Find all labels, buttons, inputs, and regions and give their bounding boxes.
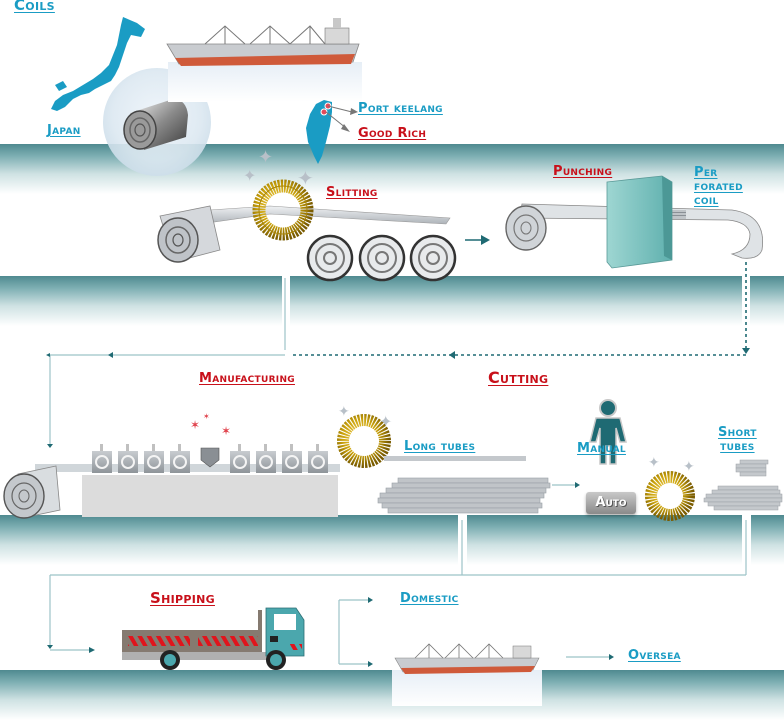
manufacturing-link[interactable]: Manufacturing (199, 371, 295, 386)
sparkle-icon: ✦ (648, 455, 660, 471)
sparkle-icon: ✦ (379, 412, 393, 431)
long-tubes-link[interactable]: Long tubes (404, 439, 476, 454)
long-tubes-stack (377, 456, 551, 514)
sea-water (392, 670, 542, 706)
sparkle-icon: ✦ (338, 404, 350, 420)
sparkle-icon: ✦ (683, 459, 695, 475)
short-tubes-link[interactable]: Short tubes (718, 426, 757, 454)
spark-icon: ✶ (190, 418, 201, 432)
sea-water (168, 62, 362, 102)
shipping-link[interactable]: Shipping (150, 589, 215, 607)
slitting-link[interactable]: Slitting (326, 185, 378, 200)
auto-label: Auto (595, 495, 627, 510)
cargo-ship-icon (394, 643, 540, 674)
perforated-coil-link[interactable]: Per forated coil (694, 166, 743, 208)
perforated-line-2[interactable]: forated (694, 179, 743, 194)
auto-badge[interactable]: Auto (586, 492, 636, 514)
spark-icon: ✶ (203, 412, 210, 421)
steel-coil-icon (123, 99, 188, 150)
sparkle-icon: ✦ (297, 166, 314, 190)
taiwan-map-icon (306, 100, 332, 164)
person-icon (589, 399, 627, 465)
floor-band-2c (750, 276, 784, 326)
spark-icon: ✶ (221, 424, 232, 438)
port-pointer-arrows (325, 105, 358, 132)
floor-band-3b (467, 515, 742, 565)
domestic-link[interactable]: Domestic (400, 591, 459, 606)
manufacturing-line (3, 444, 340, 519)
cutting-link[interactable]: Cutting (488, 368, 549, 387)
japan-map-icon (51, 17, 145, 111)
port-keelang-link[interactable]: Port keelang (358, 101, 443, 116)
oversea-link[interactable]: Oversea (628, 648, 681, 663)
slitting-machine (157, 179, 457, 282)
cargo-ship-icon (166, 18, 360, 66)
perforated-line-3[interactable]: coil (694, 193, 719, 208)
floor-band-3c (751, 515, 784, 565)
perforated-line-1[interactable]: Per (694, 165, 718, 180)
sparkle-icon: ✦ (258, 147, 274, 168)
short-tubes-line-1[interactable]: Short (718, 425, 757, 440)
truck-icon (122, 607, 305, 670)
cutting-gear-icon (337, 414, 391, 468)
cutting-gear-icon (645, 471, 695, 521)
floor-band-2b (290, 276, 742, 326)
manual-link[interactable]: Manual (577, 441, 626, 456)
coils-title-link[interactable]: Coils (14, 0, 55, 14)
japan-link[interactable]: Japan (47, 123, 81, 138)
floor-band-3a (0, 515, 458, 565)
floor-band-2a (0, 276, 282, 326)
punching-machine (505, 175, 764, 269)
punching-link[interactable]: Punching (553, 164, 613, 179)
short-tubes-line-2[interactable]: tubes (720, 439, 755, 454)
sparkle-icon: ✦ (243, 166, 257, 185)
good-rich-link[interactable]: Good Rich (358, 126, 427, 141)
short-tubes-stack (703, 459, 783, 511)
